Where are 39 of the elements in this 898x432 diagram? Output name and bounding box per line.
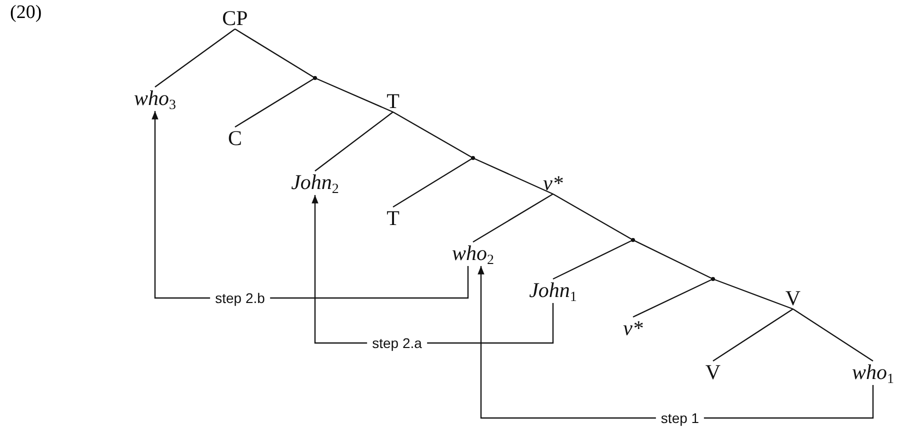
edge-label: step 2.a [367,335,427,351]
tree-branch-line [314,77,394,113]
tree-branch-line [552,239,634,280]
tree-node-label: John$_{1}$ [529,279,577,301]
tree-branch-line [552,193,634,241]
tree-branch-line [472,193,554,243]
tree-branch-line [314,112,394,172]
example-number: (20) [10,2,42,24]
tree-node-label: who$_{1}$ [852,361,894,383]
tree-branch-line [712,308,794,362]
tree-branch-line [792,308,874,362]
tree-branch-line [472,157,554,195]
tree-node-label: v* [623,317,643,339]
tree-node-label: T [386,207,400,229]
tree-branch-line [234,77,316,128]
tree-node-label: C [228,127,242,149]
branch-point [471,156,475,160]
tree-branch-line [392,157,474,208]
tree-branch-line [632,278,714,318]
tree-node-label: who$_{3}$ [134,87,176,109]
movement-arrow [152,111,469,299]
branch-point [313,76,317,80]
tree-node-label: John$_{2}$ [291,171,339,193]
tree-node-label: CP [222,7,248,29]
tree-branch-line [712,278,794,310]
tree-branch-line [392,111,474,159]
movement-arrow [478,266,874,419]
tree-branch-line [154,28,236,88]
edge-label: step 2.b [210,290,270,306]
tree-node-label: V [705,361,721,383]
edge-label: step 1 [656,410,704,426]
tree-node-label: T [386,90,400,112]
tree-node-label: V [785,287,801,309]
tree-node-label: v* [543,172,563,194]
branch-point [711,277,715,281]
tree-branch-line [632,239,714,280]
branch-point [631,238,635,242]
tree-node-label: who$_{2}$ [452,242,494,264]
tree-branch-line [234,28,316,79]
